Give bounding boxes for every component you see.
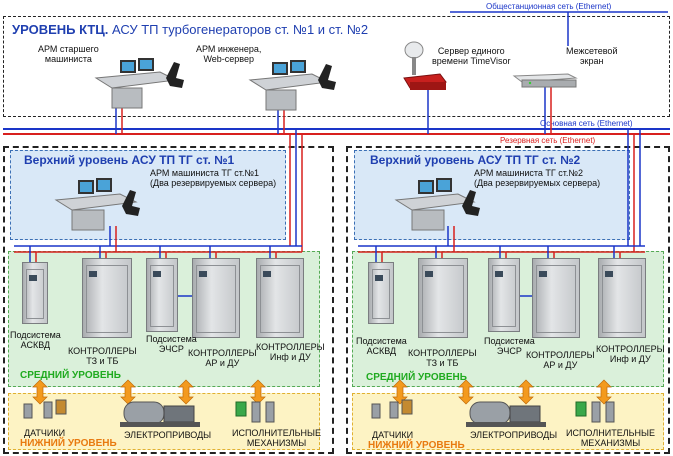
tg2-lower-level-label: НИЖНИЙ УРОВЕНЬ: [368, 440, 465, 451]
firewall-icon: [512, 73, 578, 88]
tg1-lower-level-label: НИЖНИЙ УРОВЕНЬ: [20, 438, 117, 449]
tg2-upper-title: Верхний уровень АСУ ТП ТГ ст. №2: [370, 153, 581, 167]
tg1-ctrl-ar-cabinet: [192, 258, 240, 338]
tg1-echsr-label: Подсистема ЭЧСР: [146, 334, 197, 354]
tg2-actuators-label: ИСПОЛНИТЕЛЬНЫЕ МЕХАНИЗМЫ: [566, 428, 655, 448]
tg1-frame: [3, 146, 334, 454]
tg1-ctrl-tz-label: КОНТРОЛЛЕРЫ ТЗ и ТБ: [68, 346, 137, 366]
tg1-drives-label: ЭЛЕКТРОПРИВОДЫ: [124, 430, 212, 440]
tg2-ctrl-inf-label: КОНТРОЛЛЕРЫ Инф и ДУ: [596, 344, 665, 364]
tg2-sensors-label: ДАТЧИКИ: [372, 430, 414, 440]
ktc-title-bold: УРОВЕНЬ КТЦ.: [12, 22, 109, 37]
station-network-label: Общестанционная сеть (Ethernet): [486, 2, 612, 11]
tg1-sensors-icon: [23, 399, 67, 419]
firewall-label: Межсетевой экран: [566, 46, 618, 66]
tg1-ctrl-tz-cabinet: [82, 258, 132, 338]
tg1-upper-panel: [10, 150, 286, 240]
arm-engineer-label: АРМ инженера, Web-сервер: [196, 44, 262, 64]
tg1-echsr-cabinet: [146, 258, 178, 332]
tg2-askvd-cabinet: [368, 262, 394, 324]
tg1-electric-drive-icon: [120, 401, 200, 427]
tg2-middle-level-label: СРЕДНИЙ УРОВЕНЬ: [366, 372, 467, 383]
tg2-upper-panel: [354, 150, 630, 240]
main-network-label: Основная сеть (Ethernet): [540, 119, 633, 128]
tg1-arm-desk-icon: [54, 178, 140, 231]
desk-senior-icon: [94, 58, 184, 109]
arm-senior-label: АРМ старшего машиниста: [38, 44, 99, 64]
ktc-level-frame: [3, 16, 670, 117]
reserve-network-label: Резервная сеть (Ethernet): [500, 136, 596, 145]
tg2-ctrl-ar-label: КОНТРОЛЛЕРЫ АР и ДУ: [526, 350, 595, 370]
desk-engineer-icon: [248, 60, 336, 111]
time-server-label: Сервер единого времени TimeVisor: [432, 46, 511, 66]
tg2-sensors-icon: [371, 399, 413, 419]
tg1-sensors-label: ДАТЧИКИ: [24, 428, 66, 438]
tg2-drives-label: ЭЛЕКТРОПРИВОДЫ: [470, 430, 558, 440]
tg2-arm-label: АРМ машиниста ТГ ст.№2 (Два резервируемы…: [474, 168, 601, 188]
tg2-ctrl-tz-label: КОНТРОЛЛЕРЫ ТЗ и ТБ: [408, 348, 477, 368]
tg2-askvd-label: Подсистема АСКВД: [356, 336, 407, 356]
tg2-echsr-label: Подсистема ЭЧСР: [484, 336, 535, 356]
tg2-echsr-cabinet: [488, 258, 520, 332]
tg1-arm-label: АРМ машиниста ТГ ст.№1 (Два резервируемы…: [150, 168, 277, 188]
tg2-electric-drive-icon: [466, 401, 546, 427]
tg1-askvd-cabinet: [22, 262, 48, 324]
gps-antenna-icon: [404, 41, 424, 75]
tg2-ctrl-ar-cabinet: [532, 258, 580, 338]
tg2-ctrl-inf-cabinet: [598, 258, 646, 338]
tg1-ctrl-inf-label: КОНТРОЛЛЕРЫ Инф и ДУ: [256, 342, 325, 362]
tg1-ctrl-ar-label: КОНТРОЛЛЕРЫ АР и ДУ: [188, 348, 257, 368]
tg2-actuator-icon: [575, 401, 615, 423]
tg1-middle-level-label: СРЕДНИЙ УРОВЕНЬ: [20, 370, 121, 381]
tg2-ctrl-tz-cabinet: [418, 258, 468, 338]
tg1-upper-title: Верхний уровень АСУ ТП ТГ ст. №1: [24, 153, 235, 167]
tg1-actuators-label: ИСПОЛНИТЕЛЬНЫЕ МЕХАНИЗМЫ: [232, 428, 321, 448]
tg2-arm-desk-icon: [394, 178, 480, 231]
time-server-icon: [403, 73, 447, 90]
tg1-ctrl-inf-cabinet: [256, 258, 304, 338]
tg2-frame: [346, 146, 670, 454]
ktc-title: УРОВЕНЬ КТЦ. АСУ ТП турбогенераторов ст.…: [12, 22, 368, 37]
ktc-title-rest: АСУ ТП турбогенераторов ст. №1 и ст. №2: [108, 22, 369, 37]
tg1-actuator-icon: [235, 401, 275, 423]
tg1-askvd-label: Подсистема АСКВД: [10, 330, 61, 350]
